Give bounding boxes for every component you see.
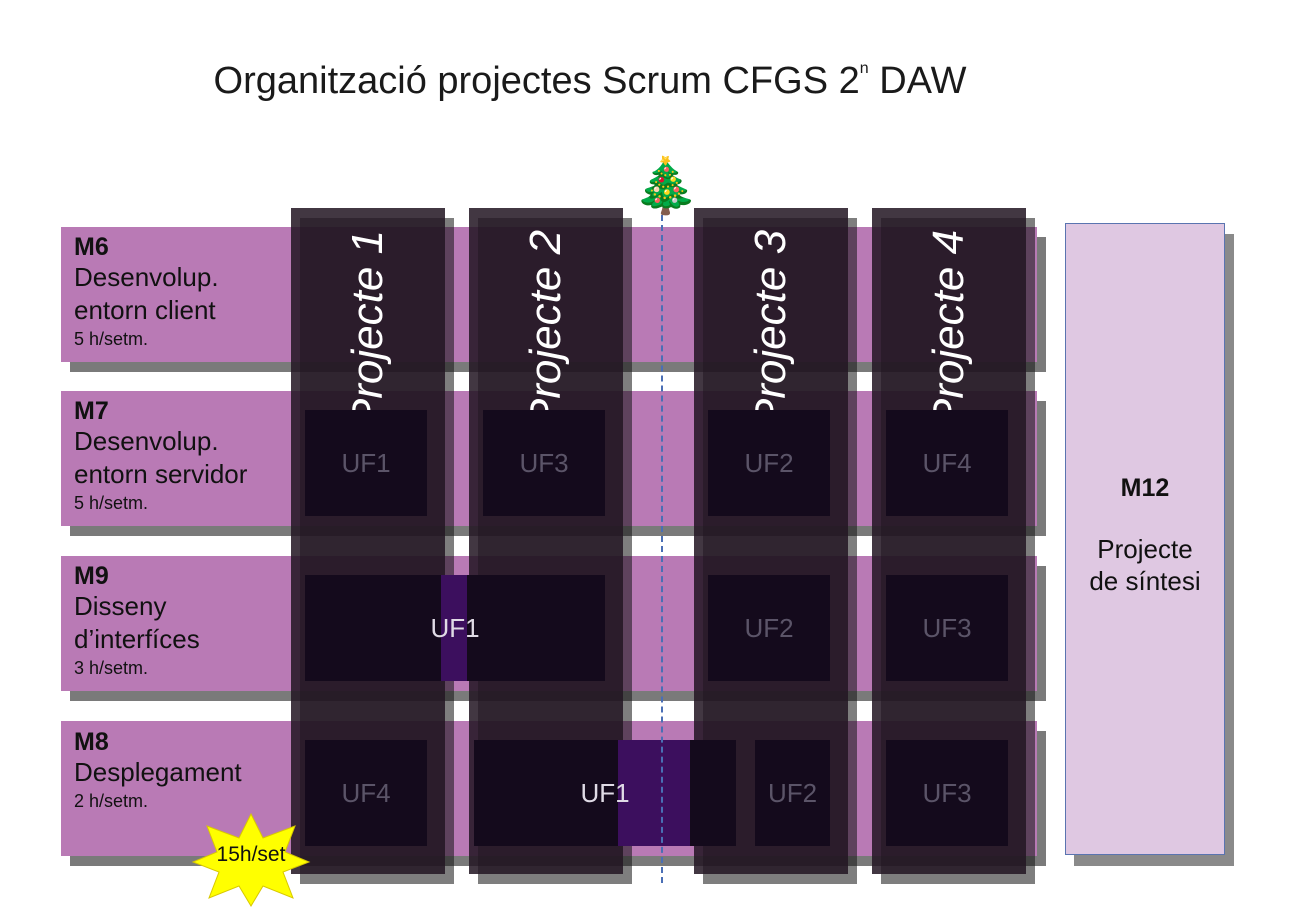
module-label-m8: M8 Desplegament 2 h/setm. — [74, 728, 242, 813]
page-title: Organització projectes Scrum CFGS 2n DAW — [0, 60, 1180, 103]
title-superscript: n — [859, 60, 869, 77]
module-name-line: Desenvolup. — [74, 262, 219, 292]
uf-highlight — [441, 575, 467, 681]
module-hours: 3 h/setm. — [74, 658, 149, 678]
project-label-3: Projecte 3 — [746, 229, 795, 429]
uf-label: UF4 — [922, 448, 972, 478]
module-name-line: entorn client — [74, 295, 216, 325]
uf-label: UF1 — [580, 778, 630, 808]
module-code: M8 — [74, 728, 109, 756]
uf-label: UF1 — [430, 613, 480, 643]
m12-name-line: Projecte — [1097, 534, 1193, 564]
uf-box — [886, 575, 1008, 681]
title-main: Organització projectes Scrum CFGS 2 — [213, 60, 860, 102]
module-label-m9: M9 Disseny d’interfíces 3 h/setm. — [74, 562, 200, 680]
project-label-1: Projecte 1 — [343, 229, 392, 429]
module-code: M9 — [74, 562, 109, 590]
module-name-line: d’interfíces — [74, 624, 200, 654]
uf-label: UF1 — [341, 448, 391, 478]
starburst-badge-icon — [191, 812, 311, 907]
module-name-line: Desplegament — [74, 757, 242, 787]
uf-box — [708, 575, 830, 681]
uf-highlight — [618, 740, 690, 846]
uf-label: UF2 — [767, 778, 818, 808]
project-label-4: Projecte 4 — [924, 229, 973, 429]
module-hours: 5 h/setm. — [74, 493, 149, 513]
module-name-line: Desenvolup. — [74, 426, 219, 456]
christmas-divider-line — [661, 215, 663, 883]
uf-box — [886, 410, 1008, 516]
starburst-shape — [191, 812, 311, 907]
badge-label: 15h/set — [216, 843, 286, 866]
uf-label: UF3 — [922, 778, 972, 808]
module-code: M6 — [74, 233, 109, 261]
uf-box — [474, 740, 736, 846]
m12-code: M12 — [1120, 474, 1170, 502]
module-label-m6: M6 Desenvolup. entorn client 5 h/setm. — [74, 233, 219, 351]
uf-box — [886, 740, 1008, 846]
module-hours: 5 h/setm. — [74, 329, 149, 349]
module-code: M7 — [74, 397, 109, 425]
uf-box — [708, 410, 830, 516]
project-label-2: Projecte 2 — [521, 229, 570, 429]
christmas-tree-icon: 🎄 — [632, 156, 700, 216]
title-suffix: DAW — [868, 60, 967, 102]
module-label-m7: M7 Desenvolup. entorn servidor 5 h/setm. — [74, 397, 247, 515]
uf-box — [305, 410, 427, 516]
module-name-line: Disseny — [74, 591, 167, 621]
module-name-line: entorn servidor — [74, 459, 248, 489]
uf-label: UF2 — [744, 448, 794, 478]
uf-label: UF4 — [341, 778, 391, 808]
m12-name-line: de síntesi — [1089, 566, 1201, 596]
module-hours: 2 h/setm. — [74, 791, 149, 811]
m12-box: M12 Projecte de síntesi — [1065, 223, 1225, 855]
uf-box — [305, 740, 427, 846]
uf-label: UF3 — [519, 448, 569, 478]
uf-box — [483, 410, 605, 516]
uf-box — [755, 740, 830, 846]
uf-label: UF2 — [744, 613, 794, 643]
uf-label: UF3 — [922, 613, 972, 643]
